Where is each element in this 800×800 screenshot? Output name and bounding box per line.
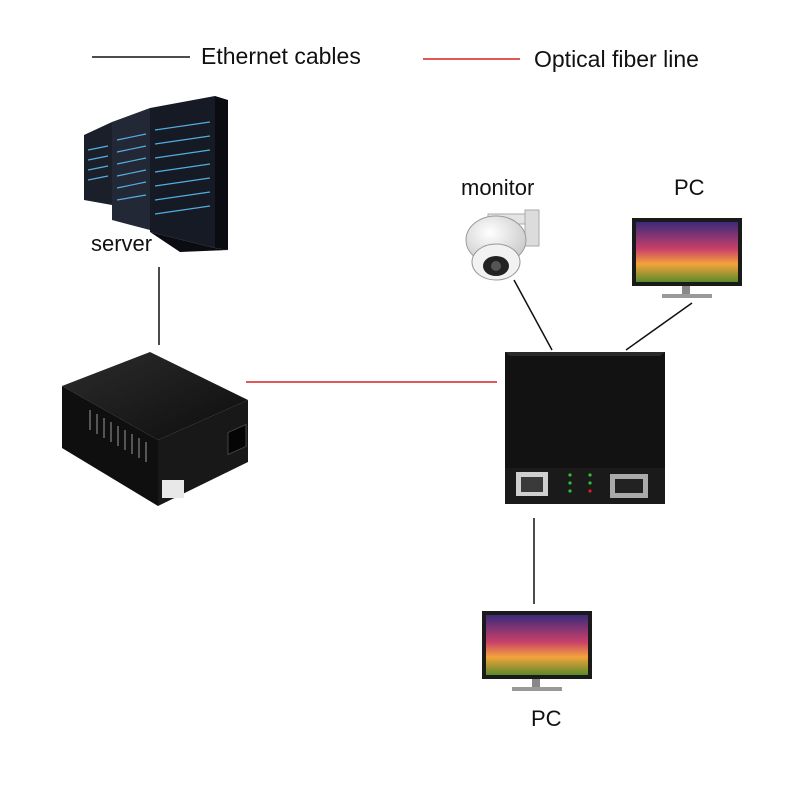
monitor-cable: [513, 279, 553, 351]
pc-monitor-icon: [482, 611, 592, 691]
media-converter-icon: [505, 352, 665, 504]
pc-top-label: PC: [674, 175, 705, 200]
pc-bottom-label: PC: [531, 706, 562, 731]
server-rack-icon: [84, 96, 228, 252]
legend-ethernet-label: Ethernet cables: [201, 43, 361, 69]
ptz-camera-icon: [465, 209, 540, 281]
monitor-label: monitor: [461, 175, 535, 200]
pc-monitor-icon: [632, 218, 742, 298]
server-label: server: [91, 231, 153, 256]
legend-fiber-label: Optical fiber line: [534, 46, 699, 72]
media-converter-icon: [62, 352, 248, 506]
pc-top-cable: [625, 302, 693, 351]
